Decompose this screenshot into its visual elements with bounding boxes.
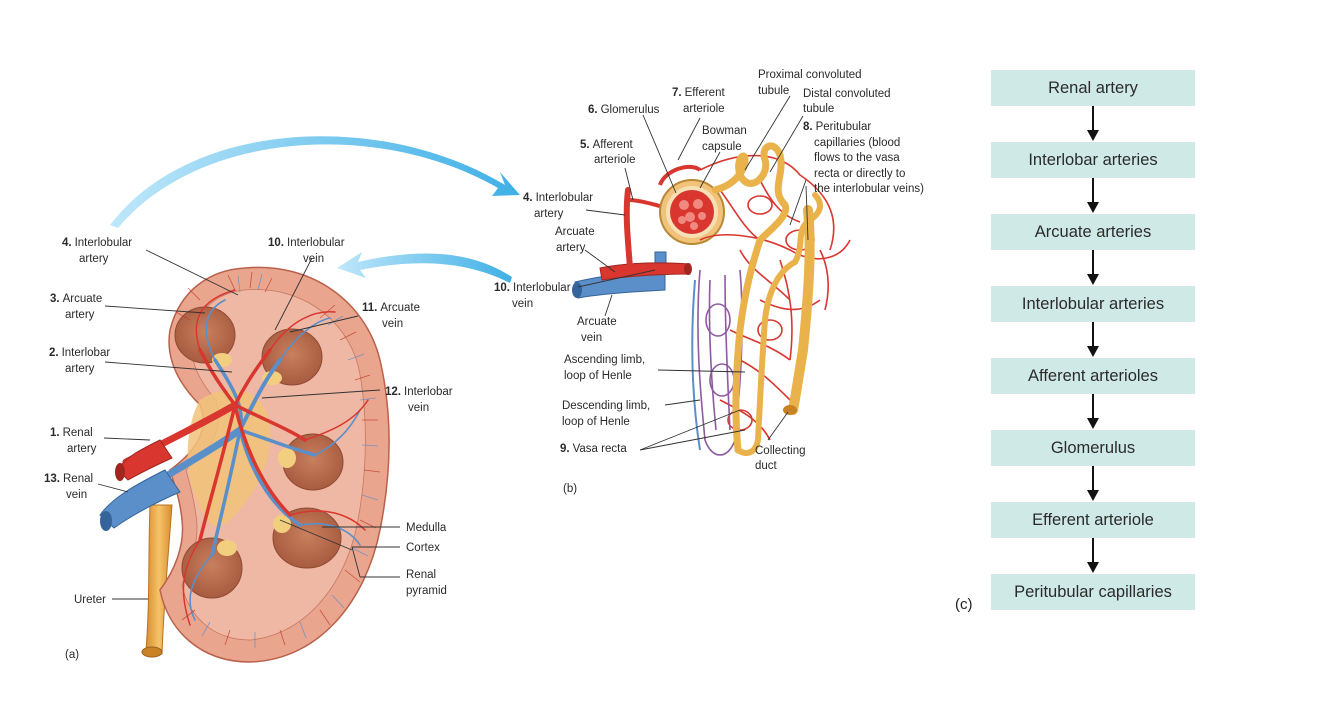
svg-text:vein: vein: [512, 298, 533, 310]
svg-text:artery: artery: [534, 208, 564, 220]
svg-text:1.Renal: 1.Renal: [50, 427, 93, 439]
flow-step-label: Arcuate arteries: [1034, 222, 1152, 241]
arrow-to-nephron: [110, 136, 520, 228]
down-arrow-icon: [1087, 538, 1099, 573]
flow-step-interlobular-arteries: Interlobular arteries: [991, 286, 1195, 322]
arrow-to-kidney: [337, 252, 512, 283]
svg-text:capillaries (blood: capillaries (blood: [814, 137, 900, 149]
svg-text:8.Peritubular: 8.Peritubular: [803, 121, 871, 133]
flow-step-label: Interlobar arteries: [1028, 150, 1158, 169]
svg-text:flows to the vasa: flows to the vasa: [814, 152, 900, 164]
svg-text:Proximal convoluted: Proximal convoluted: [758, 69, 862, 81]
svg-text:pyramid: pyramid: [406, 585, 447, 597]
svg-text:Bowman: Bowman: [702, 125, 747, 137]
svg-text:2.Interlobar: 2.Interlobar: [49, 347, 110, 359]
svg-text:artery: artery: [65, 309, 95, 321]
svg-text:artery: artery: [556, 242, 586, 254]
svg-text:Medulla: Medulla: [406, 522, 447, 534]
svg-text:10.Interlobular: 10.Interlobular: [268, 237, 345, 249]
svg-text:5.Afferent: 5.Afferent: [580, 139, 633, 151]
svg-text:9.Vasa recta: 9.Vasa recta: [560, 443, 627, 455]
svg-text:11.Arcuate: 11.Arcuate: [362, 302, 420, 314]
svg-text:vein: vein: [303, 253, 324, 265]
flow-step-glomerulus: Glomerulus: [991, 430, 1195, 466]
svg-text:vein: vein: [408, 402, 429, 414]
down-arrow-icon: [1087, 250, 1099, 285]
down-arrow-icon: [1087, 466, 1099, 501]
svg-text:Cortex: Cortex: [406, 542, 440, 554]
svg-text:12.Interlobar: 12.Interlobar: [385, 386, 453, 398]
svg-text:Ureter: Ureter: [74, 594, 106, 606]
flow-step-interlobar-arteries: Interlobar arteries: [991, 142, 1195, 178]
svg-text:Descending limb,: Descending limb,: [562, 400, 650, 412]
svg-text:Arcuate: Arcuate: [577, 316, 617, 328]
svg-text:Collecting: Collecting: [755, 445, 806, 457]
svg-text:vein: vein: [581, 332, 602, 344]
panel-b-labels: Proximal convoluted tubule 7.Efferent ar…: [494, 69, 924, 495]
ureter-tube: [145, 504, 173, 655]
svg-text:7.Efferent: 7.Efferent: [672, 87, 725, 99]
connector-arrows: [110, 136, 520, 283]
svg-text:(b): (b): [563, 483, 577, 495]
panel-a-labels: 4.Interlobular artery 3.Arcuate artery 2…: [44, 237, 453, 661]
svg-text:vein: vein: [66, 489, 87, 501]
nephron-tubules: [711, 142, 823, 456]
svg-text:Renal: Renal: [406, 569, 436, 581]
svg-text:duct: duct: [755, 460, 778, 472]
svg-text:arteriole: arteriole: [683, 103, 725, 115]
svg-text:6.Glomerulus: 6.Glomerulus: [588, 104, 660, 116]
svg-text:4.Interlobular: 4.Interlobular: [62, 237, 132, 249]
svg-text:Distal convoluted: Distal convoluted: [803, 88, 891, 100]
renal-vein-trunk: [99, 469, 181, 529]
flow-step-peritubular-capillaries: Peritubular capillaries: [991, 574, 1195, 610]
svg-text:3.Arcuate: 3.Arcuate: [50, 293, 102, 305]
svg-text:4.Interlobular: 4.Interlobular: [523, 192, 593, 204]
svg-text:vein: vein: [382, 318, 403, 330]
svg-text:artery: artery: [65, 363, 95, 375]
flow-step-afferent-arterioles: Afferent arterioles: [991, 358, 1195, 394]
down-arrow-icon: [1087, 394, 1099, 429]
flow-step-arcuate-arteries: Arcuate arteries: [991, 214, 1195, 250]
panel-a-leader-lines: [97, 249, 400, 600]
svg-text:13.Renal: 13.Renal: [44, 473, 93, 485]
panel-c-label: (c): [955, 596, 973, 613]
svg-text:10.Interlobular: 10.Interlobular: [494, 282, 571, 294]
svg-text:Ascending limb,: Ascending limb,: [564, 354, 645, 366]
svg-text:recta or directly to: recta or directly to: [814, 168, 905, 180]
svg-text:artery: artery: [79, 253, 109, 265]
renal-artery-trunk: [117, 439, 173, 481]
flow-step-label: Peritubular capillaries: [1014, 582, 1172, 601]
down-arrow-icon: [1087, 322, 1099, 357]
svg-text:arteriole: arteriole: [594, 154, 636, 166]
flow-step-label: Afferent arterioles: [1028, 366, 1158, 385]
svg-text:capsule: capsule: [702, 141, 742, 153]
svg-text:artery: artery: [67, 443, 97, 455]
svg-text:(a): (a): [65, 649, 79, 661]
svg-text:tubule: tubule: [758, 85, 789, 97]
flow-step-label: Renal artery: [1048, 78, 1138, 97]
flow-step-renal-artery: Renal artery: [991, 70, 1195, 106]
nephron-illustration: [572, 142, 851, 456]
flow-step-label: Interlobular arteries: [1021, 294, 1165, 313]
svg-text:loop of Henle: loop of Henle: [562, 416, 630, 428]
flow-step-label: Glomerulus: [1050, 438, 1136, 457]
down-arrow-icon: [1087, 106, 1099, 141]
svg-text:Arcuate: Arcuate: [555, 226, 595, 238]
flow-step-label: Efferent arteriole: [1032, 510, 1154, 529]
peritubular-capillaries: [699, 154, 851, 441]
svg-text:the interlobular veins): the interlobular veins): [814, 183, 924, 195]
flow-step-efferent-arteriole: Efferent arteriole: [991, 502, 1195, 538]
svg-text:loop of Henle: loop of Henle: [564, 370, 632, 382]
down-arrow-icon: [1087, 178, 1099, 213]
kidney-illustration: [99, 266, 390, 663]
panel-b-leader-lines: [577, 95, 809, 451]
svg-text:tubule: tubule: [803, 103, 834, 115]
